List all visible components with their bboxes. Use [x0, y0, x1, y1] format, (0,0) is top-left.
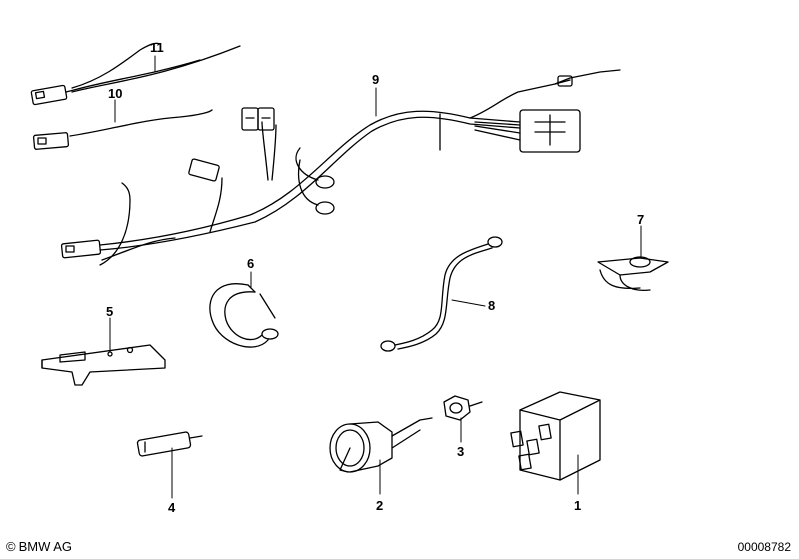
part-1-relay	[510, 391, 601, 481]
part-7-clip	[597, 256, 669, 291]
part-6-hose-clamp	[209, 283, 279, 348]
copyright-notice: © BMW AG	[6, 539, 72, 554]
part-9-wiring-harness	[60, 69, 621, 266]
part-10-cable-connector	[32, 109, 213, 150]
callout-1: 1	[574, 498, 581, 513]
callout-11: 11	[150, 40, 164, 55]
callout-8: 8	[488, 298, 495, 313]
callout-3: 3	[457, 444, 464, 459]
callout-6: 6	[247, 256, 254, 271]
part-4-connector	[136, 431, 203, 457]
callout-7: 7	[637, 212, 644, 227]
diagram-id: 00008782	[737, 540, 791, 554]
callout-10: 10	[108, 86, 122, 101]
callout-5: 5	[106, 304, 113, 319]
callout-2: 2	[376, 498, 383, 513]
part-2-sensor	[329, 417, 433, 473]
part-3-nut	[443, 395, 483, 421]
callout-9: 9	[372, 72, 379, 87]
copyright-icon: ©	[6, 539, 16, 554]
brand-label: BMW AG	[18, 539, 73, 554]
part-11-cable-connector	[30, 42, 241, 106]
leader-lines	[109, 55, 642, 499]
callout-4: 4	[168, 500, 176, 515]
part-8-ground-strap	[380, 236, 503, 352]
part-5-mounting-plate	[41, 344, 166, 386]
